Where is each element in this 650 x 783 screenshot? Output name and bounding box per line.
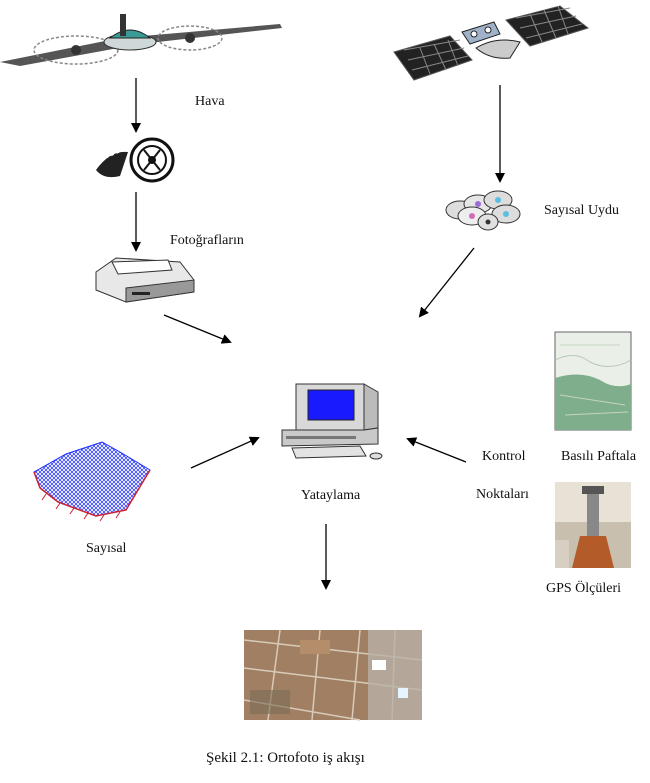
arrow-control-to-computer bbox=[406, 437, 467, 463]
label-satellite: Sayısal Uydu bbox=[544, 203, 620, 218]
arrows bbox=[131, 78, 505, 590]
label-printed-maps: Basılı Paftala bbox=[561, 449, 637, 464]
arrow-discs-to-computer bbox=[418, 247, 475, 318]
arrow-dem-to-computer bbox=[190, 436, 260, 469]
discs-icon bbox=[445, 190, 521, 231]
airplane-icon bbox=[0, 14, 282, 66]
label-points: Noktaları bbox=[476, 487, 529, 502]
printed-map-icon bbox=[554, 331, 632, 431]
film-reel-icon bbox=[96, 137, 175, 183]
figure-caption: Şekil 2.1: Ortofoto iş akışı bbox=[206, 750, 365, 766]
label-air: Hava bbox=[195, 94, 225, 109]
computer-icon bbox=[281, 383, 383, 460]
orthophoto-image bbox=[243, 629, 423, 721]
label-control: Kontrol bbox=[482, 449, 526, 464]
satellite-icon bbox=[393, 5, 590, 81]
dem-mesh-icon bbox=[33, 441, 151, 522]
label-photos: Fotoğrafların bbox=[170, 233, 244, 248]
gps-station-icon bbox=[555, 482, 631, 568]
label-dem: Sayısal bbox=[86, 541, 127, 556]
label-rectification: Yataylama bbox=[301, 488, 361, 503]
arrow-scanner-to-computer bbox=[163, 314, 232, 344]
scanner-icon bbox=[95, 257, 195, 303]
label-gps: GPS Ölçüleri bbox=[546, 581, 622, 596]
